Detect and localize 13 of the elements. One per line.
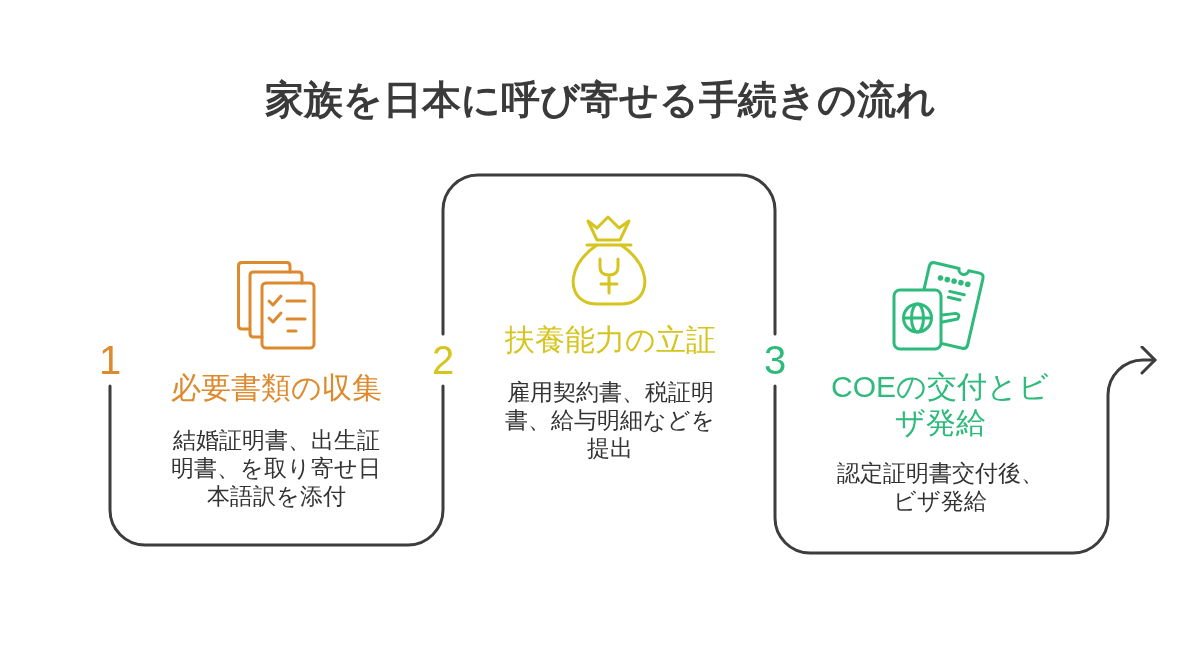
connector-line	[108, 384, 445, 547]
arrow	[773, 345, 1157, 555]
step-description: 認定証明書交付後、ビザ発給	[835, 459, 1045, 515]
step-heading: COEの交付とビザ発給	[830, 369, 1050, 441]
step-heading: 扶養能力の立証	[504, 322, 716, 358]
step-description: 雇用契約書、税証明書、給与明細などを提出	[504, 378, 716, 462]
step-number: 1	[98, 337, 122, 383]
step-number: 3	[763, 337, 787, 383]
title: 家族を日本に呼び寄せる手続きの流れ	[264, 77, 936, 123]
step-heading: 必要書類の収集	[170, 370, 382, 406]
step-number: 2	[431, 337, 455, 383]
step-description: 結婚証明書、出生証明書、を取り寄せ日本語訳を添付	[170, 426, 382, 510]
connector-line	[441, 173, 777, 336]
